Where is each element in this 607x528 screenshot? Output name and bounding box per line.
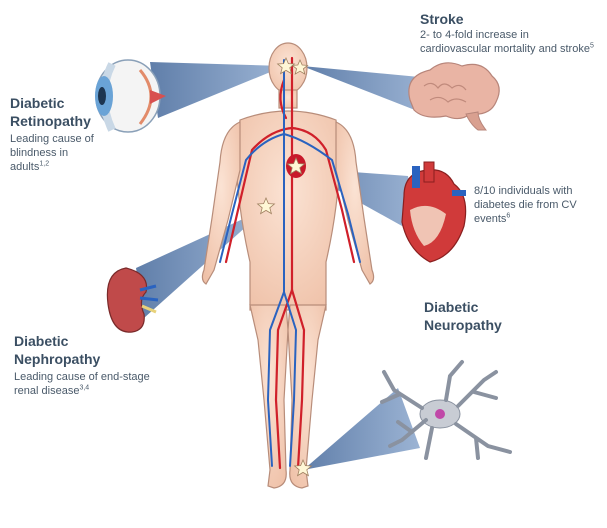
star-marker-icon (286, 156, 306, 175)
arteries (224, 56, 356, 470)
retinopathy-callout: Diabetic Retinopathy Leading cause of bl… (10, 94, 120, 174)
human-body (201, 42, 375, 489)
star-marker-icon (293, 458, 313, 477)
retinopathy-title-line1: Diabetic (10, 95, 65, 111)
retinopathy-reference: 1,2 (39, 160, 50, 168)
cardio-reference: 6 (506, 212, 511, 220)
star-marker-icon (276, 56, 296, 75)
nephropathy-title-line1: Diabetic (14, 333, 69, 349)
beam-brain (302, 66, 430, 112)
neuropathy-title-line2: Neuropathy (424, 317, 502, 333)
stroke-reference: 5 (589, 42, 594, 50)
cardio-callout: 8/10 individuals with diabetes die from … (474, 184, 600, 226)
star-markers (256, 56, 313, 477)
retinopathy-description: Leading cause of blindness in adults1,2 (10, 133, 94, 173)
nephropathy-title-line2: Nephropathy (14, 351, 101, 367)
cardio-description: 8/10 individuals with diabetes die from … (474, 185, 577, 225)
eye-icon (95, 59, 166, 133)
nephropathy-description: Leading cause of end-stage renal disease… (14, 371, 150, 397)
neuropathy-title-line1: Diabetic (424, 299, 479, 315)
neuropathy-callout: Diabetic Neuropathy (424, 298, 544, 334)
stroke-title: Stroke (420, 11, 464, 27)
veins (219, 59, 361, 467)
nephropathy-callout: Diabetic Nephropathy Leading cause of en… (14, 332, 184, 398)
brain-icon (408, 62, 500, 131)
kidney-icon (106, 267, 159, 333)
star-marker-icon (256, 196, 276, 215)
beam-eye (150, 62, 285, 118)
neuron-icon (380, 360, 512, 460)
beam-kidney (136, 208, 267, 318)
retinopathy-title-line2: Retinopathy (10, 113, 91, 129)
stroke-description: 2- to 4-fold increase in cardiovascular … (420, 29, 594, 55)
beam-neuron (303, 388, 420, 470)
heart-icon (401, 161, 467, 263)
star-marker-icon (291, 59, 309, 75)
nephropathy-reference: 3,4 (79, 384, 90, 392)
stroke-callout: Stroke 2- to 4-fold increase in cardiova… (420, 10, 600, 56)
